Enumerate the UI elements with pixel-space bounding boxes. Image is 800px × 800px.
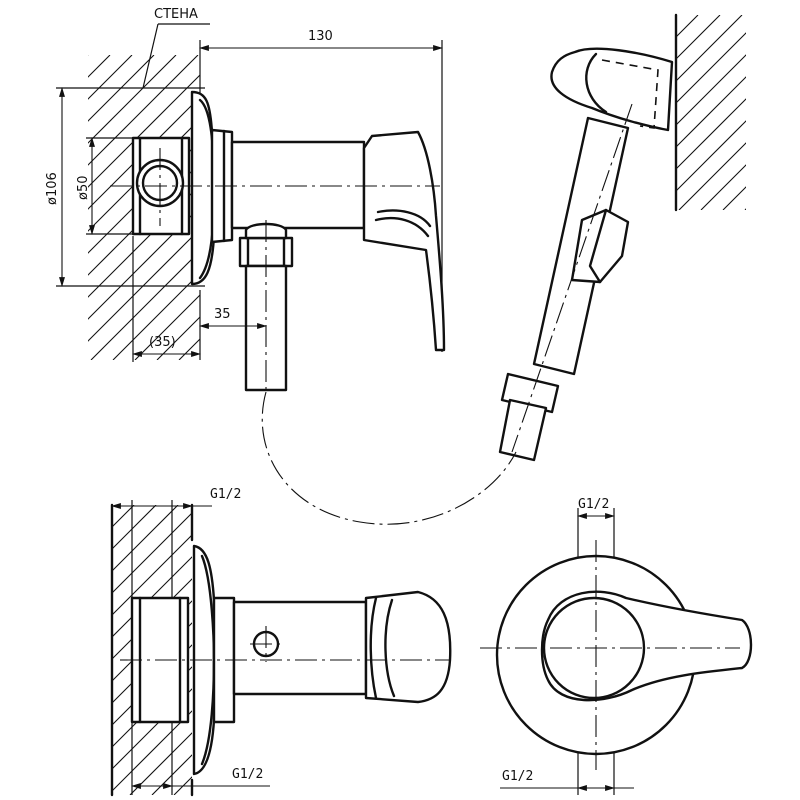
hatch-line <box>676 120 746 192</box>
wall-hatching-right <box>676 15 800 210</box>
hatch-line <box>112 534 192 616</box>
mixer-body <box>230 140 366 230</box>
hatch-line <box>88 55 199 166</box>
wall-flange <box>190 90 216 286</box>
wall-leader-line <box>142 23 159 89</box>
hatch-line <box>88 118 200 232</box>
plan-view-mixer: G1/2 G1/2 <box>110 487 452 797</box>
front-lever <box>540 590 753 702</box>
hatch-line <box>112 688 192 770</box>
thread-label-bottom-left: G1/2 <box>232 767 263 782</box>
hatch-line <box>676 98 746 170</box>
hatch-line <box>676 15 721 60</box>
thread-label-bottom-right: G1/2 <box>502 769 533 784</box>
hatch-line <box>88 228 200 342</box>
hatch-line <box>88 55 89 56</box>
hatch-line <box>676 15 743 82</box>
thread-label-top-left: G1/2 <box>210 487 241 502</box>
plan-mixer-body <box>232 600 368 696</box>
shower-holder <box>550 47 674 132</box>
hatch-line <box>112 505 135 528</box>
thread-label-top-right: G1/2 <box>578 497 609 512</box>
hatch-line <box>112 512 192 594</box>
shower-axis <box>511 103 633 453</box>
hatch-line <box>767 15 800 210</box>
hatch-line <box>676 32 746 104</box>
hatch-line <box>676 76 746 148</box>
lever-handle <box>362 130 446 352</box>
dim-label-50: ø50 <box>76 176 91 201</box>
hatch-line <box>789 15 800 210</box>
front-view-mixer: G1/2 G1/2 <box>480 497 753 795</box>
hatch-line <box>88 74 200 188</box>
hatch-line <box>134 294 200 360</box>
hand-shower-view <box>261 13 800 525</box>
hatch-line <box>112 578 192 660</box>
wall-label: СТЕНА <box>154 7 198 22</box>
plan-lever-handle <box>364 590 452 704</box>
hatch-line <box>678 142 746 210</box>
hatch-line <box>88 55 155 122</box>
holder-hidden-edge <box>601 59 659 129</box>
hose-connector <box>498 398 548 462</box>
hatch-line <box>676 54 746 126</box>
dim-label-35-paren: (35) <box>149 335 176 350</box>
side-view-mixer: СТЕНА ø106 ø50 130 <box>45 7 446 392</box>
dim-label-35: 35 <box>214 307 231 322</box>
hatch-line <box>88 55 177 144</box>
hatch-line <box>744 208 746 210</box>
dim-label-130: 130 <box>308 29 333 44</box>
hatch-line <box>90 250 200 360</box>
dim-label-106: ø106 <box>45 172 60 205</box>
hatch-line <box>112 272 200 360</box>
hatch-line <box>129 732 192 795</box>
hatch-line <box>112 505 113 506</box>
hatch-line <box>112 710 192 792</box>
hatch-line <box>700 164 746 210</box>
hatch-line <box>112 505 179 572</box>
hose-path <box>261 391 517 525</box>
